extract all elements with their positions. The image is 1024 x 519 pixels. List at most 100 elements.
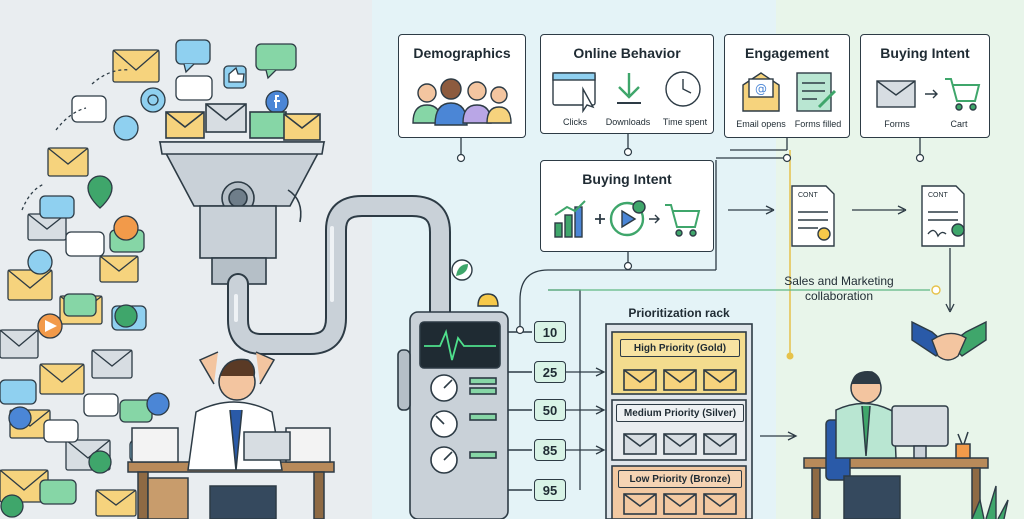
person-icon [146,392,170,416]
contract-document-icon [921,185,965,247]
envelope-icon [0,329,39,359]
time-spent-label: Time spent [662,117,708,127]
cart-label: Cart [950,119,968,129]
at-sign-icon [27,249,53,275]
gauge-icon [430,374,458,402]
card-title: Buying Intent [582,171,672,187]
envelope-icon [47,147,89,177]
arrow-right-icon [925,89,938,99]
clock-icon [665,71,701,107]
stressed-person [127,351,335,519]
envelope-icon [283,113,321,141]
envelope-icon [99,255,139,283]
connector-dot [456,153,466,163]
online-behavior-card: Online Behavior Clicks Downloads Time sp… [540,34,714,134]
shopping-cart-icon [945,78,981,111]
demographics-card: Demographics [398,34,526,138]
envelope-icon [249,111,287,139]
chat-bubble-icon [83,393,119,417]
connector-dot [515,325,525,335]
scoring-machine [397,311,532,519]
facebook-icon [265,90,289,114]
score-badge: 85 [534,439,566,461]
chat-bubble-icon [63,293,97,317]
chat-bubble-icon [255,43,297,80]
download-icon [617,73,641,104]
leaf-icon [451,259,473,281]
envelope-icon [205,103,247,133]
heart-icon [114,304,138,328]
plus-icon [595,214,605,224]
at-sign-icon [140,87,166,113]
card-title: Demographics [413,45,511,61]
envelope-icon [663,493,697,515]
people-group-icon [412,78,512,126]
chat-bubble-icon [39,479,77,505]
play-icon [37,313,63,339]
happy-worker [803,371,989,519]
alarm-light-icon [477,293,499,307]
envelope-icon [623,369,657,391]
chat-bubble-icon [0,379,37,405]
envelope-icon [703,433,737,455]
handshake-icon [911,320,987,361]
buying-intent-icons [876,78,981,111]
form-filled-icon [796,72,837,112]
person-icon [8,406,32,430]
forms-filled-label: Forms filled [794,119,842,129]
buying-intent-card: Buying Intent Forms Cart [860,34,990,138]
high-priority-label: High Priority (Gold) [620,339,740,357]
phone-icon [113,115,139,141]
connector-dot [915,153,925,163]
score-badge: 25 [534,361,566,383]
clicks-label: Clicks [563,117,587,127]
chat-bubble-icon [39,195,75,219]
card-title: Online Behavior [573,45,681,61]
score-badge: 10 [534,321,566,343]
envelope-icon [663,433,697,455]
low-priority-label: Low Priority (Bronze) [618,470,742,488]
pipe [227,195,451,355]
envelope-icon [703,369,737,391]
chat-icon [0,494,24,518]
play-check-icon [609,200,646,237]
envelope-icon [623,433,657,455]
envelope-icon [165,111,205,139]
bar-chart-icon [554,200,586,238]
document-label: CONT [928,192,948,199]
contract-document-icon [791,185,835,247]
chat-bubble-icon [71,95,107,123]
connector-dot [623,147,633,157]
chat-bubble-icon [175,39,211,74]
document-label: CONT [798,192,818,199]
email-open-icon: @ [742,72,780,112]
buying-intent-middle-icons [554,200,701,238]
card-title: Buying Intent [880,45,970,61]
buying-intent-card-middle: Buying Intent [540,160,714,252]
card-title: Engagement [744,45,829,61]
sales-marketing-collaboration-label: Sales and Marketing collaboration [784,274,894,303]
medium-priority-label: Medium Priority (Silver) [616,404,744,422]
envelope-icon [112,49,160,83]
envelope-icon [39,363,85,395]
envelope-icon [7,269,53,301]
engagement-icons: @ [742,72,837,112]
envelope-icon [27,213,67,241]
rss-icon [113,215,139,241]
envelope-icon [95,489,137,517]
plant-icon [955,431,971,459]
connector-dot [782,153,792,163]
gauge-icon [430,410,458,438]
chat-bubble-icon [43,419,79,443]
prioritization-rack-title: Prioritization rack [628,306,730,320]
thumbs-up-icon [223,65,247,89]
funnel [158,103,326,285]
arrow-right-icon [649,214,660,224]
chat-icon [88,450,112,474]
plant-icon [971,485,1009,519]
chat-bubble-icon [175,75,213,101]
message-storm [0,39,297,518]
score-badge: 50 [534,399,566,421]
svg-text:@: @ [755,82,767,96]
forms-label: Forms [884,119,910,129]
